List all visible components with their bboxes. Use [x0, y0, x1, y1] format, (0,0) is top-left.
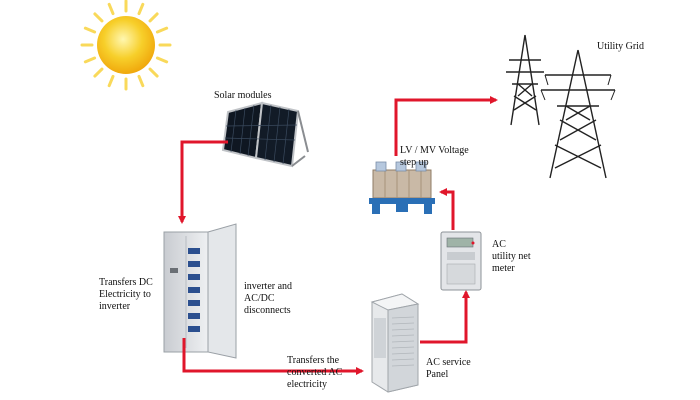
label-solar-modules: Solar modules	[214, 90, 272, 101]
label-transfers-dc: Transfers DC Electricity to inverter	[99, 277, 153, 312]
arrow-inverter-to-service-panel	[182, 338, 364, 375]
transformer-icon	[369, 161, 435, 214]
arrow-transformer-to-grid	[394, 96, 498, 156]
label-voltage-step-up: LV / MV Voltage step up	[400, 145, 469, 168]
flow-arrows	[178, 96, 498, 375]
net-meter-icon	[440, 231, 482, 291]
arrow-meter-to-transformer	[439, 188, 455, 230]
label-net-meter: AC utility net meter	[492, 239, 531, 274]
label-transfers-ac: Transfers the converted AC electricity	[287, 355, 343, 390]
arrow-service-panel-to-meter	[420, 290, 470, 344]
label-ac-service-panel: AC service Panel	[426, 357, 471, 380]
transmission-tower-icon	[506, 34, 616, 179]
solar-panel-icon	[221, 101, 309, 168]
inverter-cabinet-icon	[163, 223, 237, 359]
label-inverter-disconnects: inverter and AC/DC disconnects	[244, 281, 293, 316]
sun-icon	[80, 0, 172, 91]
label-utility-grid: Utility Grid	[597, 41, 644, 52]
ac-service-panel-icon	[370, 293, 420, 393]
arrow-panels-to-inverter	[178, 140, 228, 224]
